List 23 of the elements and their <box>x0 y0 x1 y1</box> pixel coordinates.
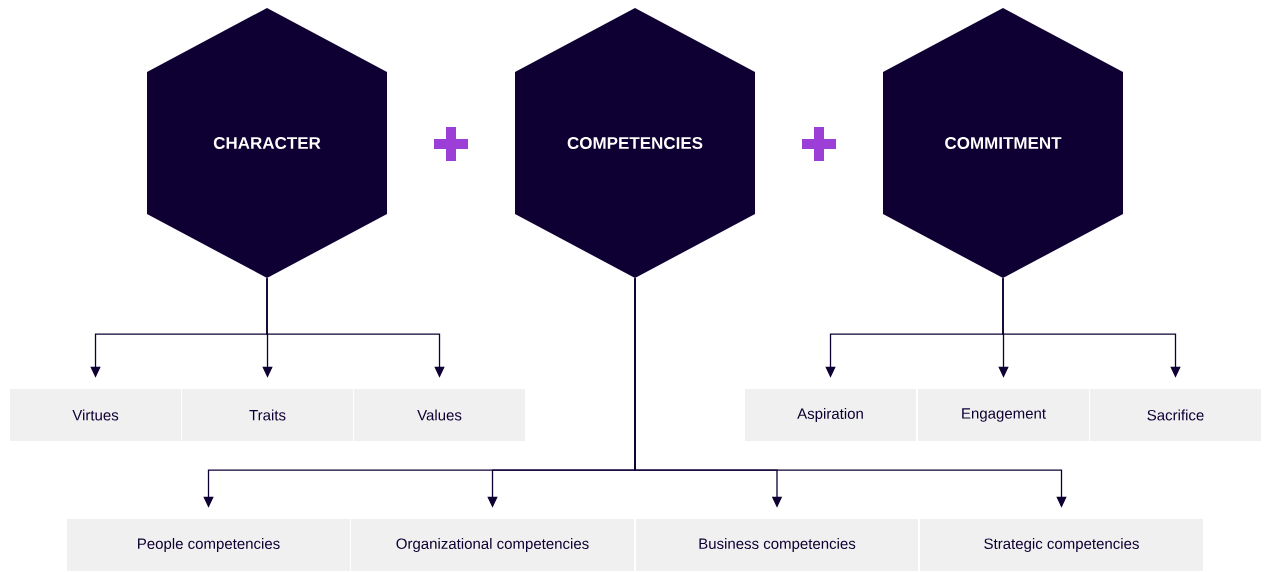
node-label: Organizational competencies <box>396 538 589 552</box>
node-label: Virtues <box>72 409 119 421</box>
node-label: Engagement <box>962 408 1046 422</box>
label-box: Aspiration <box>745 389 916 441</box>
label-box: Values <box>354 389 525 441</box>
label-box: People competencies <box>67 519 350 571</box>
node-label: Traits <box>249 409 286 421</box>
label-box: Traits <box>182 389 353 441</box>
label-box: Virtues <box>10 389 181 441</box>
hexagon: CHARACTER <box>147 8 387 278</box>
label-box: Sacrifice <box>1090 389 1261 441</box>
label-box: Engagement <box>918 389 1089 441</box>
label-box: Strategic competencies <box>920 519 1203 571</box>
hexagon: COMPETENCIES <box>515 8 755 278</box>
label-box: Organizational competencies <box>351 519 634 571</box>
node-label: Strategic competencies <box>984 538 1139 552</box>
node-label: Business competencies <box>699 538 856 552</box>
node-label: Aspiration <box>797 408 863 422</box>
node-label: Sacrifice <box>1147 409 1204 421</box>
label-box: Business competencies <box>636 519 918 571</box>
node-label: People competencies <box>138 538 280 552</box>
node-label: Values <box>417 409 462 421</box>
hexagon: COMMITMENT <box>883 8 1123 278</box>
